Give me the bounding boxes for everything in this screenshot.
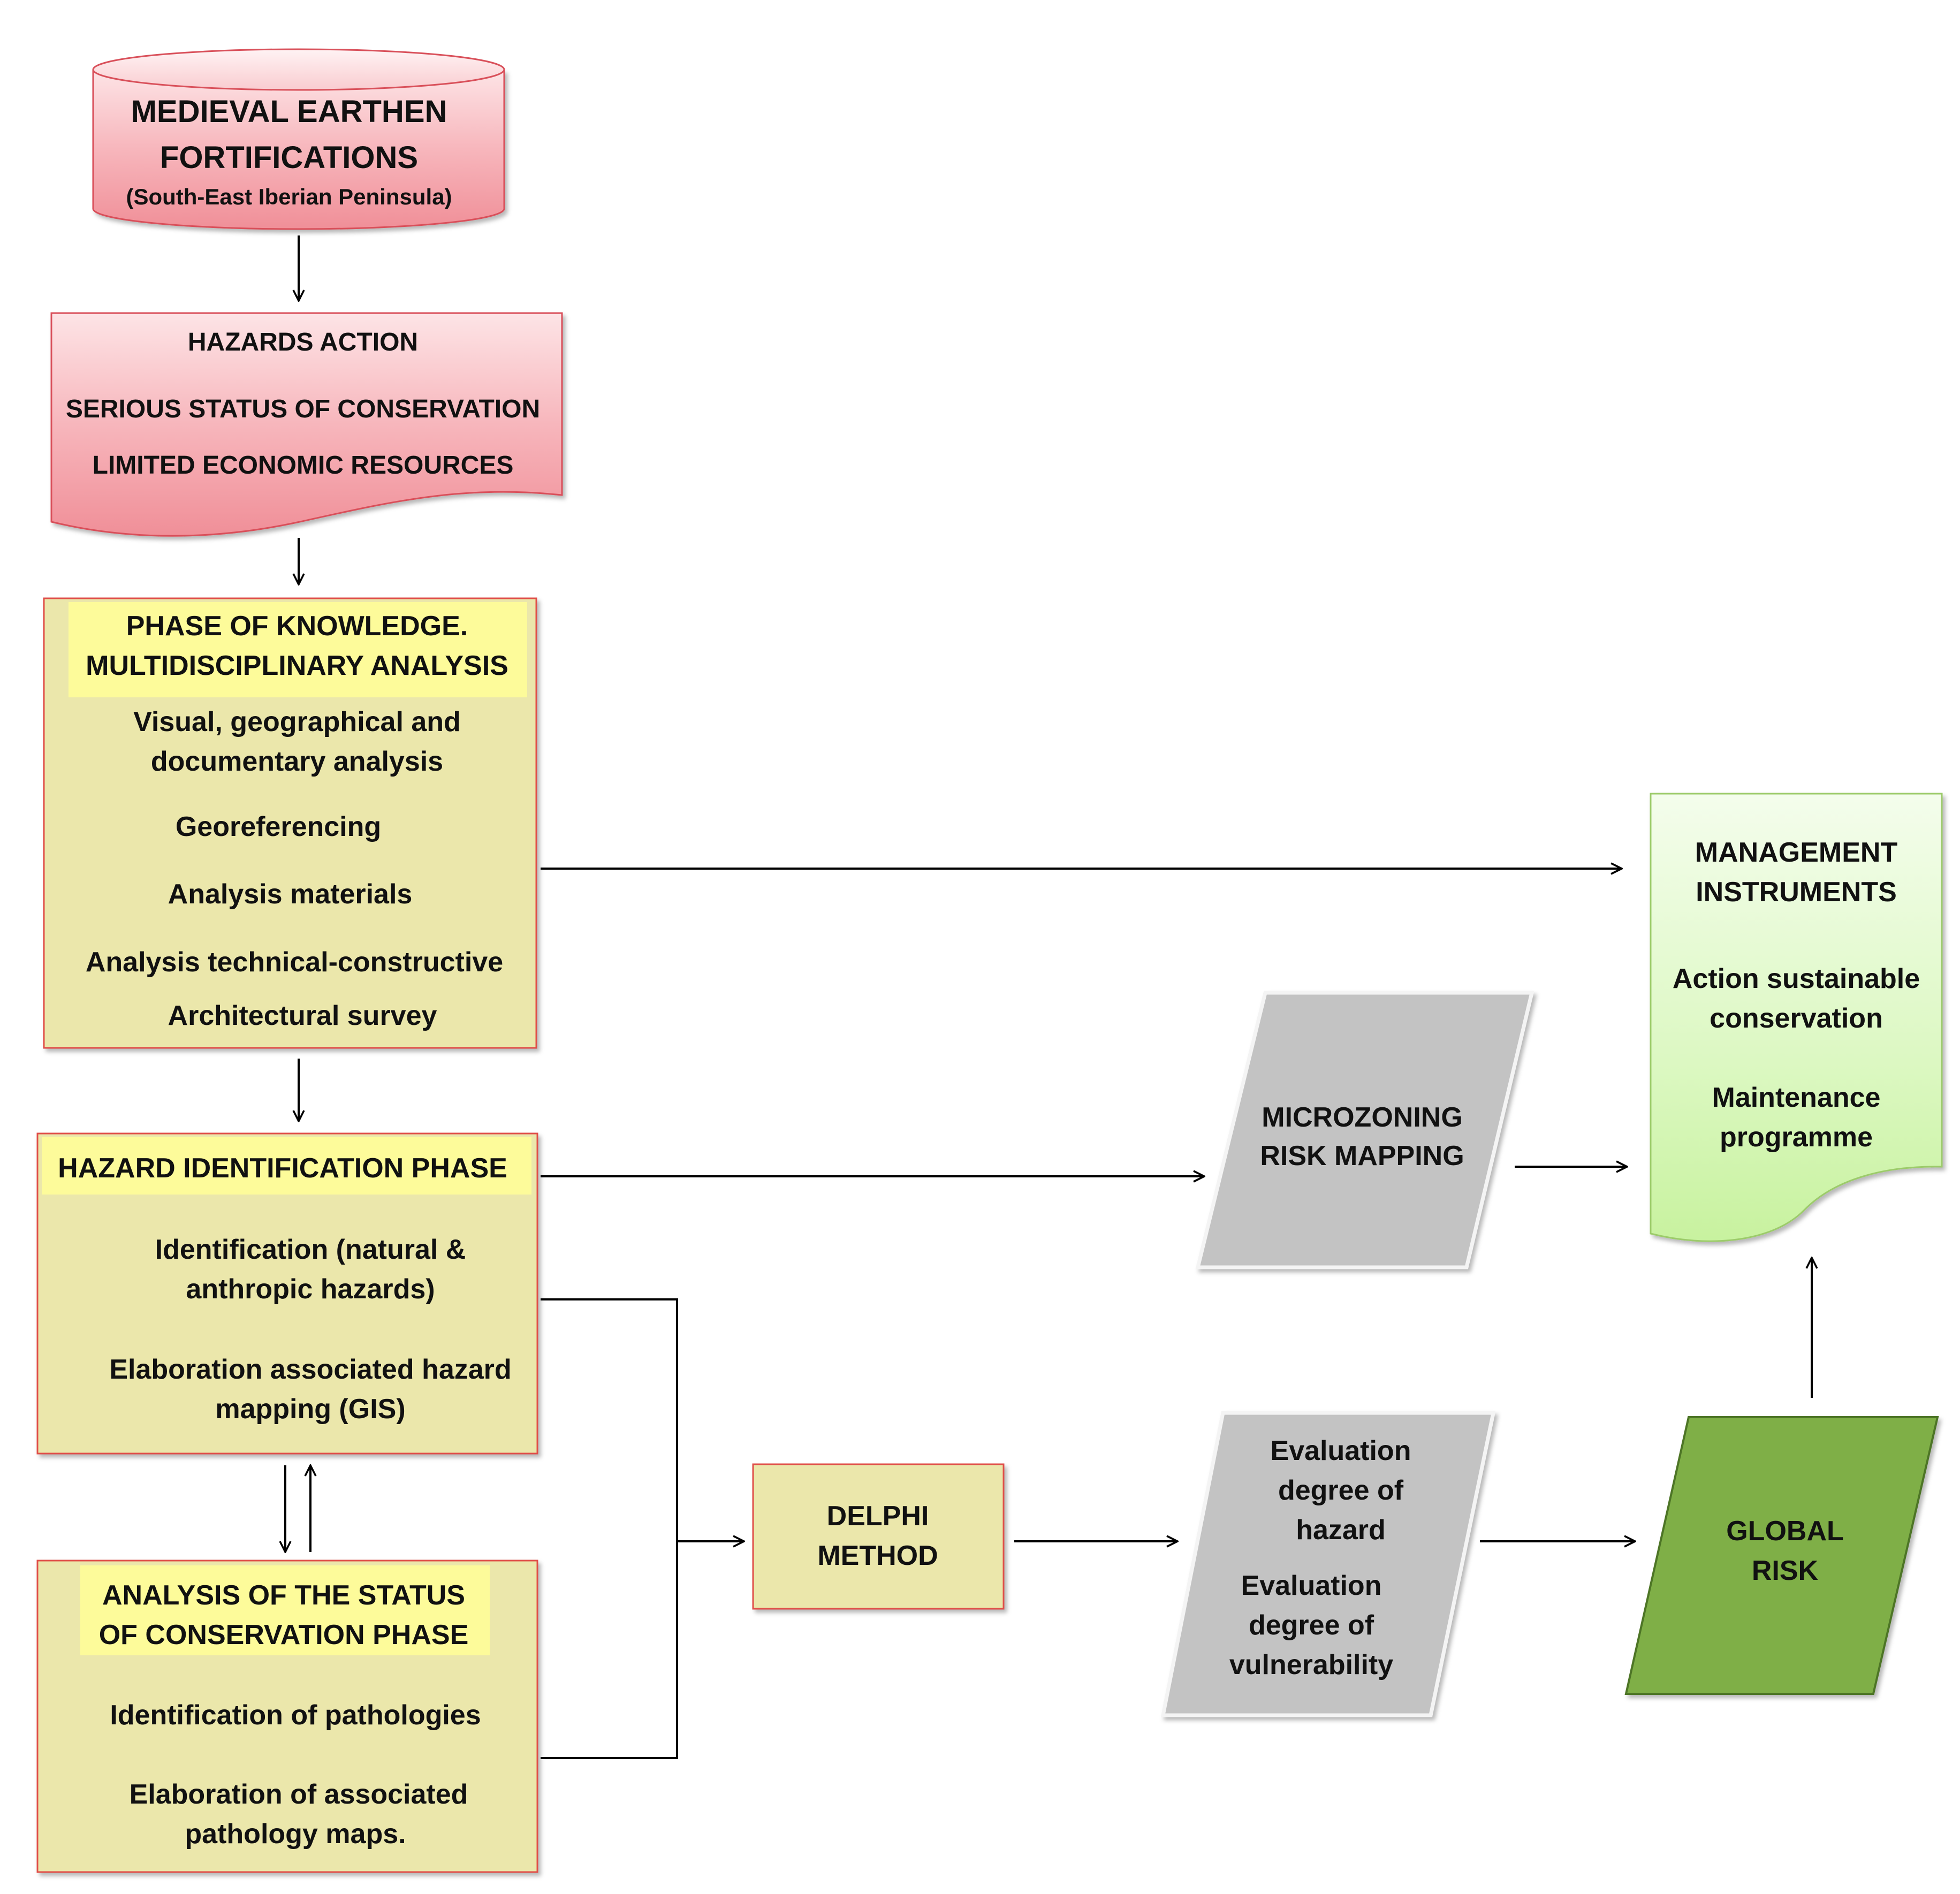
conservation-header-line2: OF CONSERVATION PHASE — [99, 1619, 469, 1650]
microzoning-node: MICROZONING RISK MAPPING — [1195, 991, 1534, 1269]
fortifications-subtitle: (South-East Iberian Peninsula) — [126, 184, 452, 209]
knowledge-item1-line2: documentary analysis — [151, 746, 443, 777]
management-line2: INSTRUMENTS — [1696, 877, 1897, 908]
hazards-line2: SERIOUS STATUS OF CONSERVATION — [66, 395, 540, 423]
management-node: MANAGEMENT INSTRUMENTS Action sustainabl… — [1650, 793, 1943, 1242]
evaluation-node: Evaluation degree of hazard Evaluation d… — [1160, 1411, 1496, 1717]
management-document-shape — [1650, 793, 1943, 1242]
connector-hazard-identification-to-bracket — [541, 1298, 678, 1759]
hazard-identification-item1-line2: anthropic hazards) — [186, 1274, 435, 1305]
knowledge-item2: Georeferencing — [176, 811, 381, 842]
conservation-phase-header-highlight — [80, 1565, 490, 1655]
conservation-item2-line2: pathology maps. — [185, 1819, 406, 1850]
connectors — [285, 235, 1812, 1759]
fortifications-node: MEDIEVAL EARTHEN FORTIFICATIONS (South-E… — [92, 48, 505, 230]
knowledge-item4: Analysis technical-constructive — [86, 947, 503, 978]
hazard-identification-node: HAZARD IDENTIFICATION PHASE Identificati… — [36, 1132, 538, 1455]
hazard-identification-item2-line2: mapping (GIS) — [215, 1394, 405, 1425]
hazard-identification-header-highlight — [42, 1137, 531, 1195]
knowledge-header-line1: PHASE OF KNOWLEDGE. — [126, 611, 468, 642]
evaluation-line1: Evaluation — [1271, 1435, 1411, 1466]
knowledge-item1-line1: Visual, geographical and — [133, 706, 461, 737]
management-line4: conservation — [1710, 1003, 1883, 1034]
conservation-header-line1: ANALYSIS OF THE STATUS — [102, 1580, 465, 1611]
management-line1: MANAGEMENT — [1695, 837, 1898, 868]
evaluation-parallelogram — [1160, 1411, 1496, 1717]
delphi-line2: METHOD — [817, 1540, 938, 1571]
evaluation-line5: degree of — [1249, 1610, 1374, 1641]
microzoning-line2: RISK MAPPING — [1260, 1140, 1464, 1172]
evaluation-line6: vulnerability — [1229, 1649, 1393, 1680]
hazard-identification-item2-line1: Elaboration associated hazard — [109, 1354, 511, 1385]
global-risk-line1: GLOBAL — [1726, 1516, 1844, 1547]
global-risk-line2: RISK — [1752, 1555, 1819, 1586]
hazards-line3: LIMITED ECONOMIC RESOURCES — [93, 451, 514, 480]
conservation-phase-node: ANALYSIS OF THE STATUS OF CONSERVATION P… — [36, 1560, 538, 1873]
hazards-node: HAZARDS ACTION SERIOUS STATUS OF CONSERV… — [50, 312, 563, 537]
knowledge-header-line2: MULTIDISCIPLINARY ANALYSIS — [86, 650, 508, 681]
microzoning-parallelogram — [1195, 991, 1534, 1269]
global-risk-node: GLOBAL RISK — [1624, 1416, 1939, 1695]
knowledge-phase-header-highlight — [69, 602, 527, 697]
management-line5: Maintenance — [1712, 1082, 1881, 1113]
hazard-identification-item1-line1: Identification (natural & — [155, 1234, 466, 1265]
hazard-identification-header: HAZARD IDENTIFICATION PHASE — [58, 1153, 507, 1184]
global-risk-parallelogram — [1624, 1416, 1939, 1695]
management-line6: programme — [1720, 1122, 1873, 1153]
hazards-line1: HAZARDS ACTION — [188, 328, 418, 356]
fortifications-cylinder-top — [92, 48, 505, 91]
knowledge-item5: Architectural survey — [168, 1000, 437, 1031]
knowledge-phase-node: PHASE OF KNOWLEDGE. MULTIDISCIPLINARY AN… — [43, 597, 537, 1049]
delphi-line1: DELPHI — [827, 1501, 929, 1532]
delphi-method-node: DELPHI METHOD — [752, 1463, 1005, 1610]
management-line3: Action sustainable — [1673, 963, 1920, 994]
fortifications-title-line2: FORTIFICATIONS — [160, 140, 418, 175]
evaluation-line2: degree of — [1278, 1475, 1404, 1506]
evaluation-line4: Evaluation — [1241, 1570, 1382, 1601]
hazards-document-shape — [50, 312, 563, 537]
evaluation-line3: hazard — [1296, 1515, 1386, 1546]
conservation-item2-line1: Elaboration of associated — [130, 1779, 468, 1810]
delphi-method-box — [752, 1463, 1005, 1610]
conservation-item1: Identification of pathologies — [110, 1700, 481, 1731]
microzoning-line1: MICROZONING — [1262, 1102, 1463, 1133]
fortifications-title-line1: MEDIEVAL EARTHEN — [131, 94, 447, 129]
knowledge-item3: Analysis materials — [168, 879, 413, 910]
fortifications-cylinder-body — [92, 70, 505, 230]
